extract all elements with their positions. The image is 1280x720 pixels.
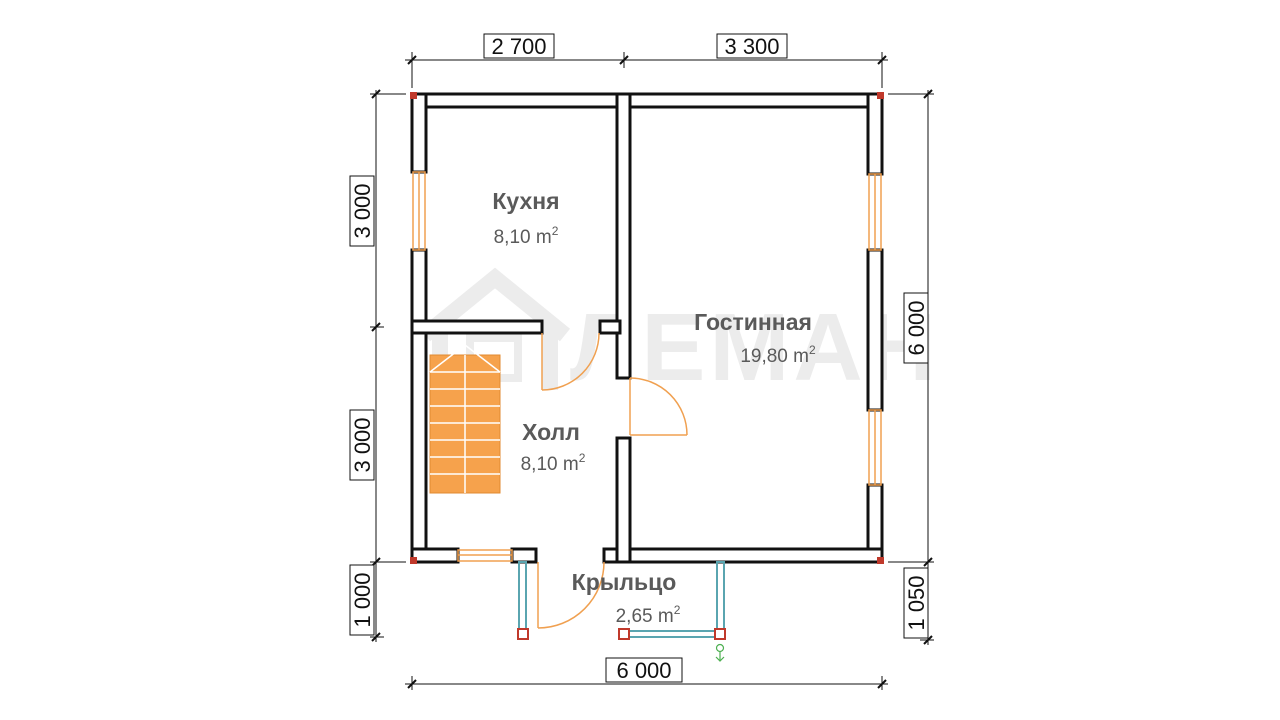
dim-top-right: 3 300 <box>716 33 788 59</box>
corner-posts <box>410 92 884 564</box>
dim-left-bottom-text: 1 000 <box>350 572 375 627</box>
door-entrance <box>537 561 605 629</box>
dim-top-left-text: 2 700 <box>491 34 546 59</box>
room-living-name: Гостинная <box>694 309 812 335</box>
windows <box>412 171 882 562</box>
dim-left-top: 3 000 <box>349 175 375 247</box>
room-kitchen-area: 8,10 m2 <box>494 224 559 248</box>
room-porch-name: Крыльцо <box>572 569 677 595</box>
staircase <box>429 344 501 494</box>
walls <box>410 92 884 564</box>
room-living-area: 19,80 m2 <box>740 343 816 367</box>
door-living <box>629 377 688 436</box>
window-hall-bottom <box>457 549 513 562</box>
dimension-lines <box>370 52 934 690</box>
doors <box>537 332 688 629</box>
dim-top-right-text: 3 300 <box>724 34 779 59</box>
drain-icon <box>715 643 725 662</box>
dim-left-middle: 3 000 <box>349 409 375 481</box>
room-hall-name: Холл <box>522 419 580 445</box>
room-living: Гостинная 19,80 m2 <box>694 309 816 367</box>
porch-railings <box>517 561 726 662</box>
dim-right-main: 6 000 <box>903 292 929 364</box>
dim-right-bottom-text: 1 050 <box>904 575 929 630</box>
window-living-right-top <box>868 173 882 251</box>
dim-bottom: 6 000 <box>605 657 683 683</box>
room-hall: Холл 8,10 m2 <box>521 419 586 475</box>
room-porch-area: 2,65 m2 <box>616 603 681 627</box>
dim-left-top-text: 3 000 <box>350 183 375 238</box>
door-kitchen <box>541 332 600 391</box>
dim-right-bottom: 1 050 <box>903 567 929 639</box>
dim-left-bottom: 1 000 <box>349 564 375 636</box>
dim-bottom-text: 6 000 <box>616 658 671 683</box>
room-kitchen-name: Кухня <box>492 188 559 214</box>
watermark: ЛЕМАН <box>419 267 936 401</box>
dim-top-left: 2 700 <box>483 33 555 59</box>
dim-right-main-text: 6 000 <box>904 300 929 355</box>
room-kitchen: Кухня 8,10 m2 <box>492 188 559 248</box>
window-kitchen-left <box>412 171 426 251</box>
room-labels: Кухня 8,10 m2 Гостинная 19,80 m2 Холл 8,… <box>492 188 816 627</box>
room-hall-area: 8,10 m2 <box>521 451 586 475</box>
room-porch: Крыльцо 2,65 m2 <box>572 569 681 627</box>
window-living-right-bottom <box>868 409 882 486</box>
dimension-labels: 2 700 3 300 3 000 3 000 1 000 6 000 1 05… <box>349 33 929 683</box>
dim-left-middle-text: 3 000 <box>350 417 375 472</box>
